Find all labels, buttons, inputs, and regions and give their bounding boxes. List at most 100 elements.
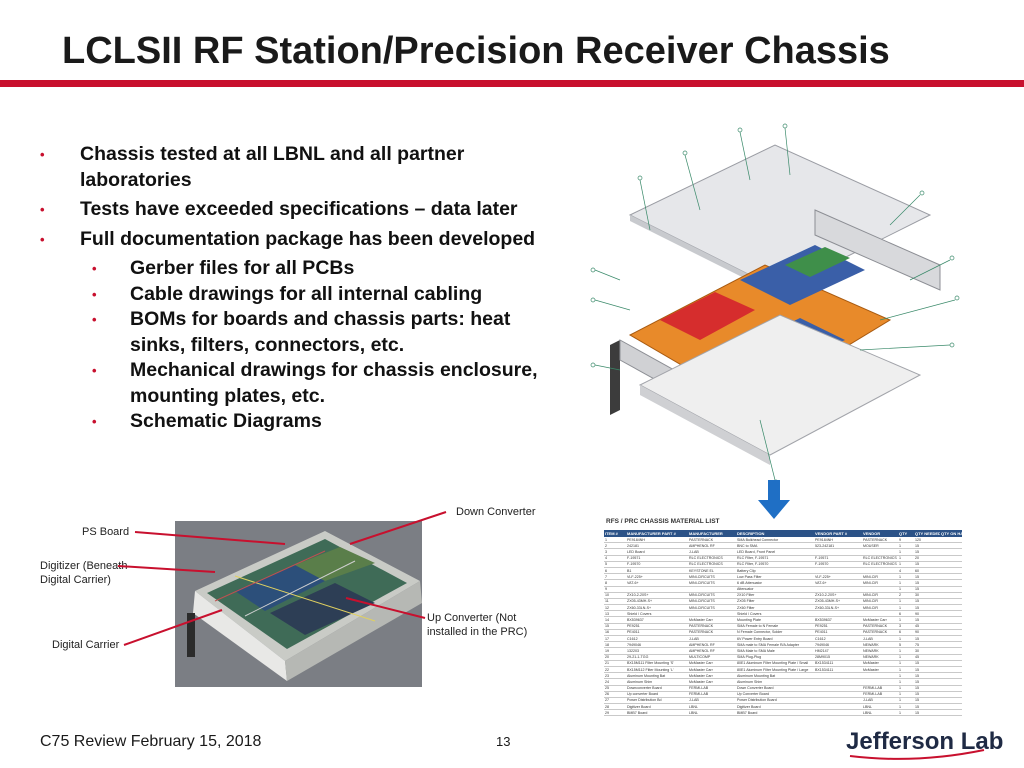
- table-cell: LBNL: [862, 709, 898, 717]
- table-cell: 60: [914, 567, 940, 575]
- table-cell: 7949046: [626, 641, 688, 649]
- table-cell: PASTERNACK: [688, 629, 736, 637]
- table-cell: 29-21-1-TGG: [626, 654, 688, 661]
- table-cell: 6: [898, 610, 914, 618]
- table-cell: N Female Connector, Solder: [736, 629, 814, 637]
- table-cell: [940, 691, 962, 698]
- table-cell: [940, 654, 962, 661]
- bullet-text: Cable drawings for all internal cabling: [130, 282, 483, 305]
- table-cell: [814, 691, 862, 698]
- table-cell: 15: [914, 709, 940, 717]
- table-cell: 2: [898, 592, 914, 599]
- bullet-dot: •: [92, 414, 97, 429]
- table-cell: RLC ELECTRONICS: [862, 555, 898, 562]
- table-cell: [814, 697, 862, 705]
- sub-bullet-item: •Gerber files for all PCBs: [40, 256, 560, 282]
- title-underline: [0, 80, 1024, 87]
- bullet-item: •Chassis tested at all LBNL and all part…: [40, 142, 560, 193]
- sub-bullet-item: •Schematic Diagrams: [40, 409, 560, 435]
- table-cell: RLC ELECTRONICS: [688, 561, 736, 568]
- table-cell: 22: [604, 666, 626, 674]
- table-cell: SMA Female to N Female: [736, 623, 814, 630]
- footer-text: C75 Review February 15, 2018: [40, 733, 262, 750]
- table-cell: McMaster Carr: [862, 616, 898, 624]
- table-cell: [940, 623, 962, 630]
- table-cell: 15: [914, 586, 940, 593]
- table-cell: [940, 672, 962, 680]
- table-cell: 132203: [626, 647, 688, 655]
- table-cell: NEWARK: [862, 647, 898, 655]
- table-cell: Power Distribution Bd: [626, 697, 688, 705]
- table-cell: [862, 672, 898, 680]
- table-cell: VLF-225+: [626, 573, 688, 581]
- table-cell: BX539637: [626, 616, 688, 624]
- page-title: LCLSII RF Station/Precision Receiver Cha…: [62, 30, 890, 72]
- table-cell: [814, 703, 862, 711]
- table-cell: BX1534111: [814, 666, 862, 674]
- table-cell: 15: [914, 598, 940, 606]
- table-cell: ZX05 Filter: [736, 598, 814, 606]
- table-cell: [940, 635, 962, 643]
- table-cell: [940, 685, 962, 692]
- table-cell: MINI-CIRCUITS: [688, 598, 736, 606]
- table-cell: 80E1 Aluminum Filter Mounting Plate / Sm…: [736, 660, 814, 667]
- bullet-text: Full documentation package has been deve…: [80, 227, 536, 250]
- table-cell: J-LAB: [688, 548, 736, 556]
- table-cell: 15: [914, 685, 940, 692]
- table-cell: Digitizer Board: [736, 703, 814, 711]
- table-cell: 6: [898, 629, 914, 637]
- table-cell: VAT-6+: [626, 579, 688, 587]
- table-cell: 20: [914, 555, 940, 562]
- table-cell: MINI-CIRCUITS: [688, 579, 736, 587]
- table-cell: [940, 567, 962, 575]
- table-cell: 16: [604, 629, 626, 637]
- table-cell: Power Distribution Board: [736, 697, 814, 705]
- table-cell: [940, 579, 962, 587]
- table-cell: 1: [898, 666, 914, 674]
- table-cell: [814, 672, 862, 680]
- table-cell: [940, 561, 962, 568]
- table-cell: [940, 548, 962, 556]
- table-cell: [940, 697, 962, 705]
- table-cell: 45: [914, 623, 940, 630]
- table-cell: MINI-CIRCUITS: [688, 573, 736, 581]
- callout-up-converter-line2: installed in the PRC): [427, 626, 528, 638]
- table-cell: [940, 604, 962, 612]
- table-cell: [940, 586, 962, 593]
- table-cell: AMPHENOL RF: [688, 647, 736, 655]
- table-cell: 7949046: [814, 641, 862, 649]
- table-cell: 120: [914, 537, 940, 544]
- table-cell: 17: [604, 635, 626, 643]
- table-cell: SMA Plug-Plug: [736, 654, 814, 661]
- callout-digitizer: Digitizer (Beneath Digital Carrier): [40, 559, 127, 587]
- table-cell: [940, 629, 962, 637]
- bom-column-header: ITEM #: [604, 530, 626, 537]
- table-cell: 18: [604, 641, 626, 649]
- table-cell: 9: [604, 586, 626, 593]
- table-cell: 15: [914, 691, 940, 698]
- table-cell: FERMI-LAB: [862, 685, 898, 692]
- table-cell: 3: [898, 623, 914, 630]
- table-cell: [814, 586, 862, 593]
- table-cell: PE9251: [814, 623, 862, 630]
- down-arrow-icon: [758, 480, 790, 519]
- table-cell: BX539637: [814, 616, 862, 624]
- table-cell: [814, 567, 862, 575]
- table-cell: RLC Filter, F-19571: [736, 555, 814, 562]
- table-cell: MINI-CIR: [862, 592, 898, 599]
- table-cell: J-LAB: [862, 635, 898, 643]
- table-cell: [688, 610, 736, 618]
- table-cell: [940, 647, 962, 655]
- table-cell: BX1534111: [814, 660, 862, 667]
- table-cell: Shield / Covers: [736, 610, 814, 618]
